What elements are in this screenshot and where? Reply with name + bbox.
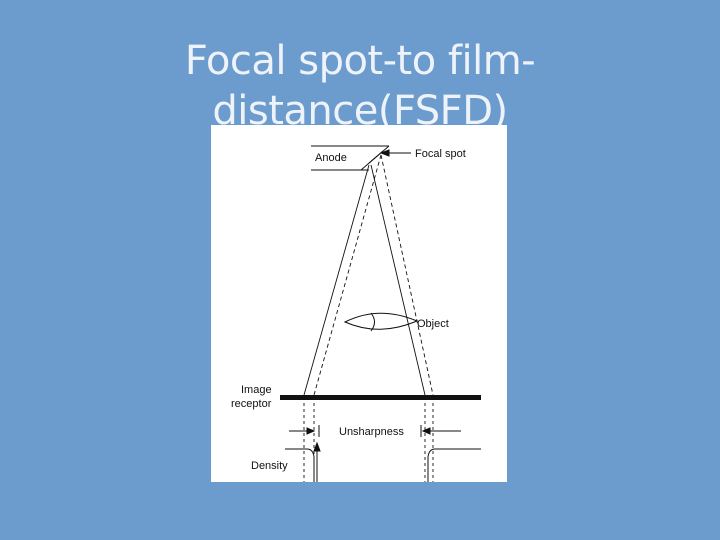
anode-label: Anode	[315, 152, 347, 164]
unsharpness-label: Unsharpness	[339, 426, 404, 438]
focal-spot-arrow	[379, 149, 411, 157]
image-receptor-label-1: Image	[241, 384, 272, 396]
beam-lines	[303, 154, 434, 482]
slide-title: Focal spot-to film- distance(FSFD)	[0, 36, 720, 136]
image-receptor-label-2: receptor	[231, 398, 272, 410]
focal-spot-label: Focal spot	[415, 148, 466, 160]
image-receptor-bar	[280, 395, 481, 400]
density-label: Density	[251, 460, 288, 472]
focal-spot-diagram: Anode Focal spot Object Image receptor U…	[211, 125, 507, 482]
object-shape	[343, 312, 419, 332]
object-label: Object	[417, 318, 449, 330]
unsharpness-arrows	[289, 425, 461, 437]
density-curve	[285, 441, 481, 482]
anode-shape	[311, 145, 390, 171]
slide-title-line1: Focal spot-to film-	[184, 38, 536, 84]
